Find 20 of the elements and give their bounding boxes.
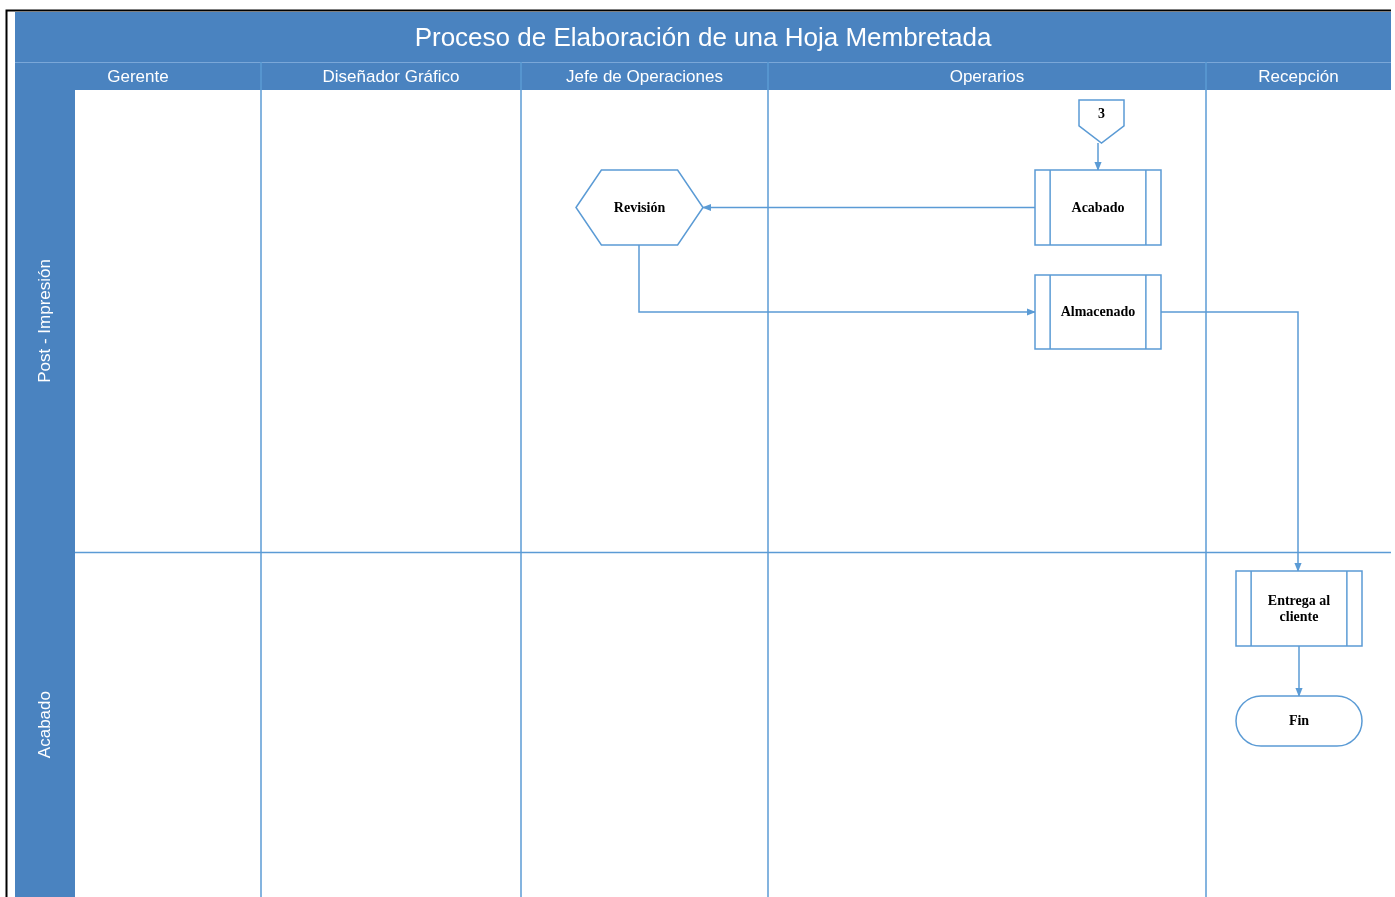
process-box: Entrega al cliente: [1236, 571, 1362, 646]
lane-title: Post - Impresión: [35, 259, 55, 383]
arrow: [1094, 142, 1102, 171]
lane-band: [15, 552, 75, 897]
offpage-connector: 3: [1079, 100, 1124, 143]
arrow: [702, 203, 1036, 212]
hexagon-shape: Revisión: [576, 170, 703, 245]
process-box: Almacenado: [1035, 275, 1161, 349]
diagram-title: Proceso de Elaboración de una Hoja Membretada: [15, 12, 1391, 62]
lane-header: Operarios: [768, 62, 1206, 90]
lane-header: Gerente: [15, 62, 261, 90]
process-box: Acabado: [1035, 170, 1161, 245]
lane-header: Jefe de Operaciones: [521, 62, 768, 90]
arrow: [1295, 645, 1303, 697]
arrow: [638, 244, 1036, 316]
lane-header: Recepción: [1206, 62, 1391, 90]
arrow: [1160, 311, 1302, 572]
terminator-shape: Fin: [1236, 696, 1362, 746]
lane-title: Acabado: [35, 690, 55, 759]
lane-header: Diseñador Gráfico: [261, 62, 521, 90]
